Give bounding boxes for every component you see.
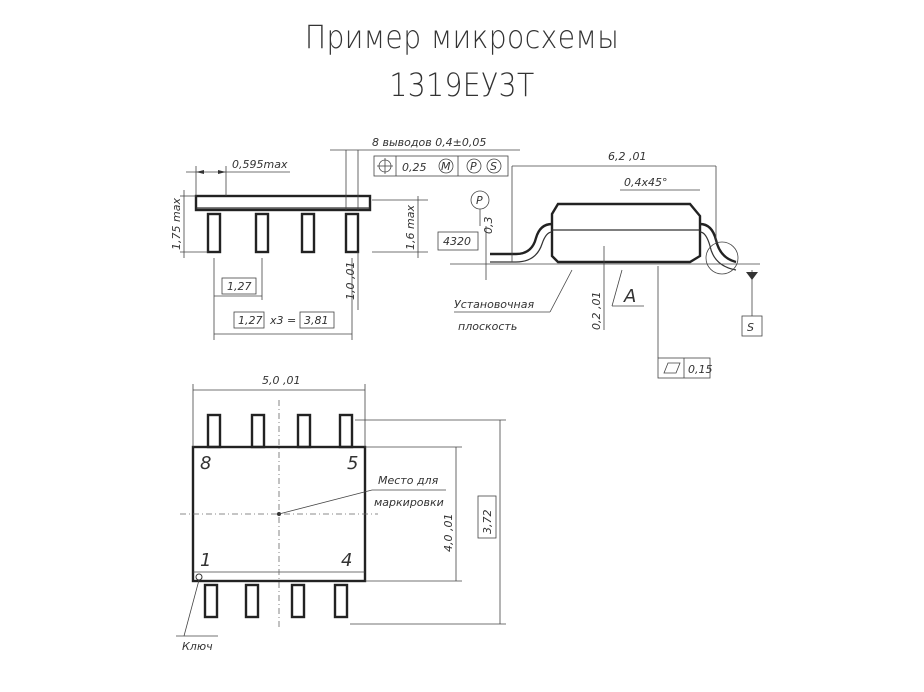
dim-175max: 1,75 max xyxy=(170,198,183,250)
top-pin-7 xyxy=(250,413,266,449)
dim-372: 3,72 xyxy=(481,510,494,535)
side-body-top xyxy=(194,194,372,212)
datum-s-triangle-icon xyxy=(746,272,758,280)
dim-8-pins: 8 выводов 0,4±0,05 xyxy=(372,136,486,149)
dim-03: 0,3 xyxy=(482,217,495,235)
dim-chamfer: 0,4x45° xyxy=(624,176,668,189)
side-pin-2 xyxy=(254,212,270,254)
datum-s: S xyxy=(747,321,754,334)
top-pin-4 xyxy=(333,583,349,619)
top-view: 8 5 1 4 5,0 ,01 Место для маркировки 4,0… xyxy=(176,374,506,653)
label-marking-1: Место для xyxy=(378,474,439,487)
pin-number-4: 4 xyxy=(341,550,352,571)
datum-a: A xyxy=(623,286,636,307)
end-view: 6,2 ,01 0,4x45° P 4320 0,3 Установочная … xyxy=(437,150,763,379)
datum-p: P xyxy=(476,194,483,207)
dim-127: 1,27 xyxy=(227,280,252,293)
top-pin-3 xyxy=(290,583,306,619)
dim-16max: 1,6 max xyxy=(404,205,417,250)
code-box-value: 4320 xyxy=(443,235,471,248)
side-pin-1 xyxy=(206,212,222,254)
tol-m: M xyxy=(441,160,451,173)
top-pin-8 xyxy=(206,413,222,449)
label-key: Ключ xyxy=(182,640,213,653)
position-tolerance-frame: 0,25 M P S xyxy=(373,155,509,177)
dim-381: 3,81 xyxy=(304,314,329,327)
key-dot-icon xyxy=(195,573,203,581)
dim-x3: x3 = xyxy=(269,314,296,327)
tol-position-value: 0,25 xyxy=(402,161,427,174)
detail-circle xyxy=(705,241,739,275)
tol-s: S xyxy=(490,160,497,173)
flatness-symbol-icon xyxy=(663,362,681,374)
dim-50: 5,0 ,01 xyxy=(262,374,300,387)
pin-number-5: 5 xyxy=(347,453,358,474)
pin-number-1: 1 xyxy=(200,550,211,571)
top-pin-5 xyxy=(338,413,354,449)
dim-40: 4,0 ,01 xyxy=(442,514,455,552)
end-body xyxy=(550,202,702,264)
tol-p: P xyxy=(470,160,477,173)
side-pin-4 xyxy=(344,212,360,254)
title-line-1: Пример микросхемы xyxy=(304,18,620,56)
label-marking-2: маркировки xyxy=(374,496,444,509)
side-view: 0,595max 1,75 max 1,27 1,27 x3 = 3,81 8 … xyxy=(170,136,520,340)
dim-10: 1,0 ,01 xyxy=(344,262,357,300)
dim-02: 0,2 ,01 xyxy=(590,292,603,330)
dim-127b: 1,27 xyxy=(238,314,263,327)
end-lead-left xyxy=(490,222,553,256)
dim-62: 6,2 ,01 xyxy=(608,150,646,163)
dim-0595max: 0,595max xyxy=(232,158,288,171)
top-pin-1 xyxy=(203,583,219,619)
end-lead-right xyxy=(699,222,737,264)
side-pin-3 xyxy=(300,212,316,254)
pin-number-8: 8 xyxy=(200,453,211,474)
top-pin-2 xyxy=(244,583,260,619)
top-pin-6 xyxy=(296,413,312,449)
code-box xyxy=(437,231,479,251)
label-seating-1: Установочная xyxy=(454,298,534,311)
title-line-2: 1319ЕУ3Т xyxy=(389,66,535,104)
label-seating-2: плоскость xyxy=(458,320,517,333)
flatness-value: 0,15 xyxy=(688,363,713,376)
